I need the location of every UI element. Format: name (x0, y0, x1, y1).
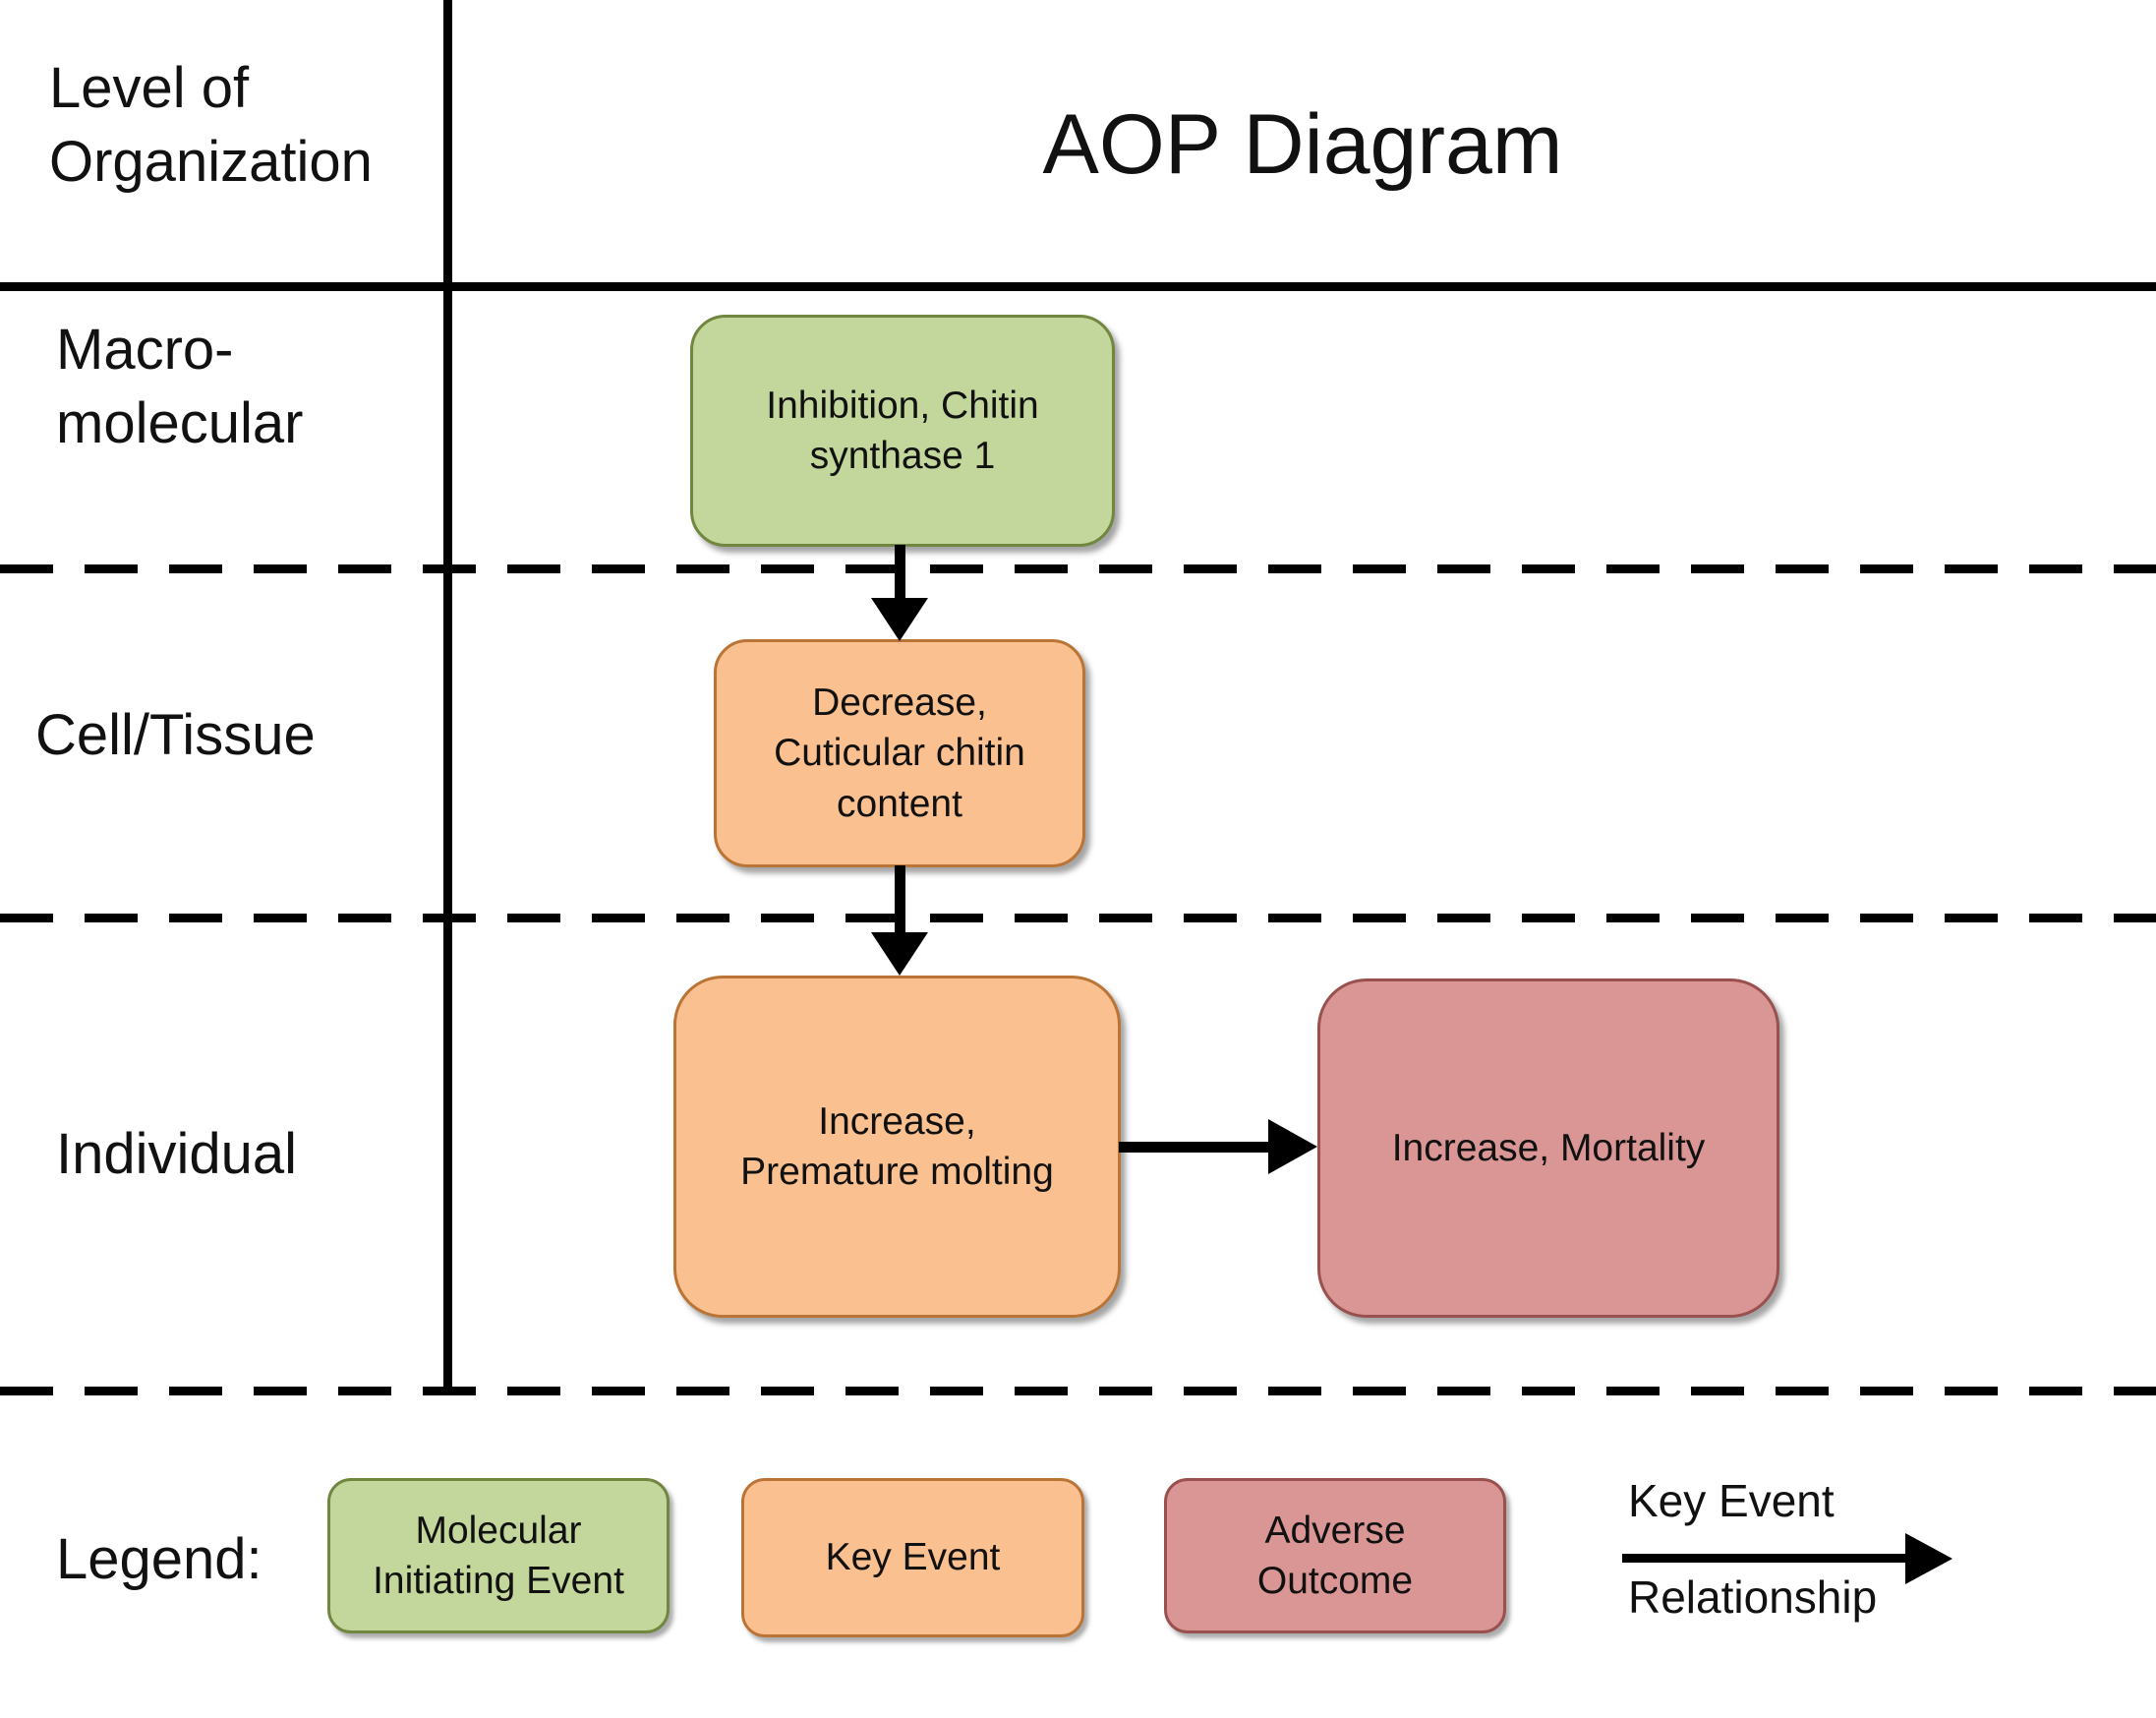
legend-item-adverse-outcome: Adverse Outcome (1164, 1478, 1506, 1633)
node-adverse-outcome: Increase, Mortality (1317, 978, 1779, 1318)
arrow-shaft (1119, 1142, 1272, 1153)
arrow-shaft (1622, 1554, 1909, 1563)
legend-item-key-event: Key Event (741, 1478, 1084, 1637)
arrow-shaft (895, 545, 905, 602)
arrow-head-right-icon (1268, 1119, 1317, 1174)
arrow-head-right-icon (1905, 1533, 1952, 1584)
divider-vertical (443, 0, 452, 1395)
divider-dashed-cell-individual (0, 914, 2156, 922)
node-ke2-label: Increase, Premature molting (740, 1099, 1054, 1193)
divider-header (0, 282, 2156, 291)
node-key-event-1: Decrease, Cuticular chitin content (714, 639, 1085, 867)
node-key-event-2: Increase, Premature molting (673, 976, 1121, 1318)
legend-ao-label: Adverse Outcome (1256, 1509, 1414, 1602)
node-molecular-initiating-event: Inhibition, Chitin synthase 1 (690, 315, 1115, 547)
divider-dashed-macromolecular-cell (0, 564, 2156, 573)
ker-label-bottom: Relationship (1628, 1571, 1878, 1623)
row-label-individual: Individual (56, 1122, 298, 1186)
row-label-macromolecular: Macro- molecular (56, 318, 304, 456)
page-title: AOP Diagram (1042, 97, 1563, 192)
arrow-head-down-icon (871, 598, 928, 641)
node-mie-label: Inhibition, Chitin synthase 1 (766, 384, 1039, 477)
row-label-cell-tissue: Cell/Tissue (35, 703, 316, 767)
node-ao-label: Increase, Mortality (1391, 1126, 1706, 1169)
ker-label-top: Key Event (1628, 1475, 1835, 1526)
divider-dashed-individual-legend (0, 1387, 2156, 1395)
arrow-shaft (895, 865, 905, 936)
legend-mie-label: Molecular Initiating Event (373, 1509, 624, 1602)
node-ke1-label: Decrease, Cuticular chitin content (774, 681, 1025, 825)
legend-ke-label: Key Event (825, 1536, 1001, 1579)
arrow-head-down-icon (871, 932, 928, 976)
legend-title: Legend: (56, 1527, 262, 1591)
level-of-organization-label: Level of Organization (49, 56, 373, 195)
legend-item-molecular-initiating-event: Molecular Initiating Event (327, 1478, 670, 1633)
